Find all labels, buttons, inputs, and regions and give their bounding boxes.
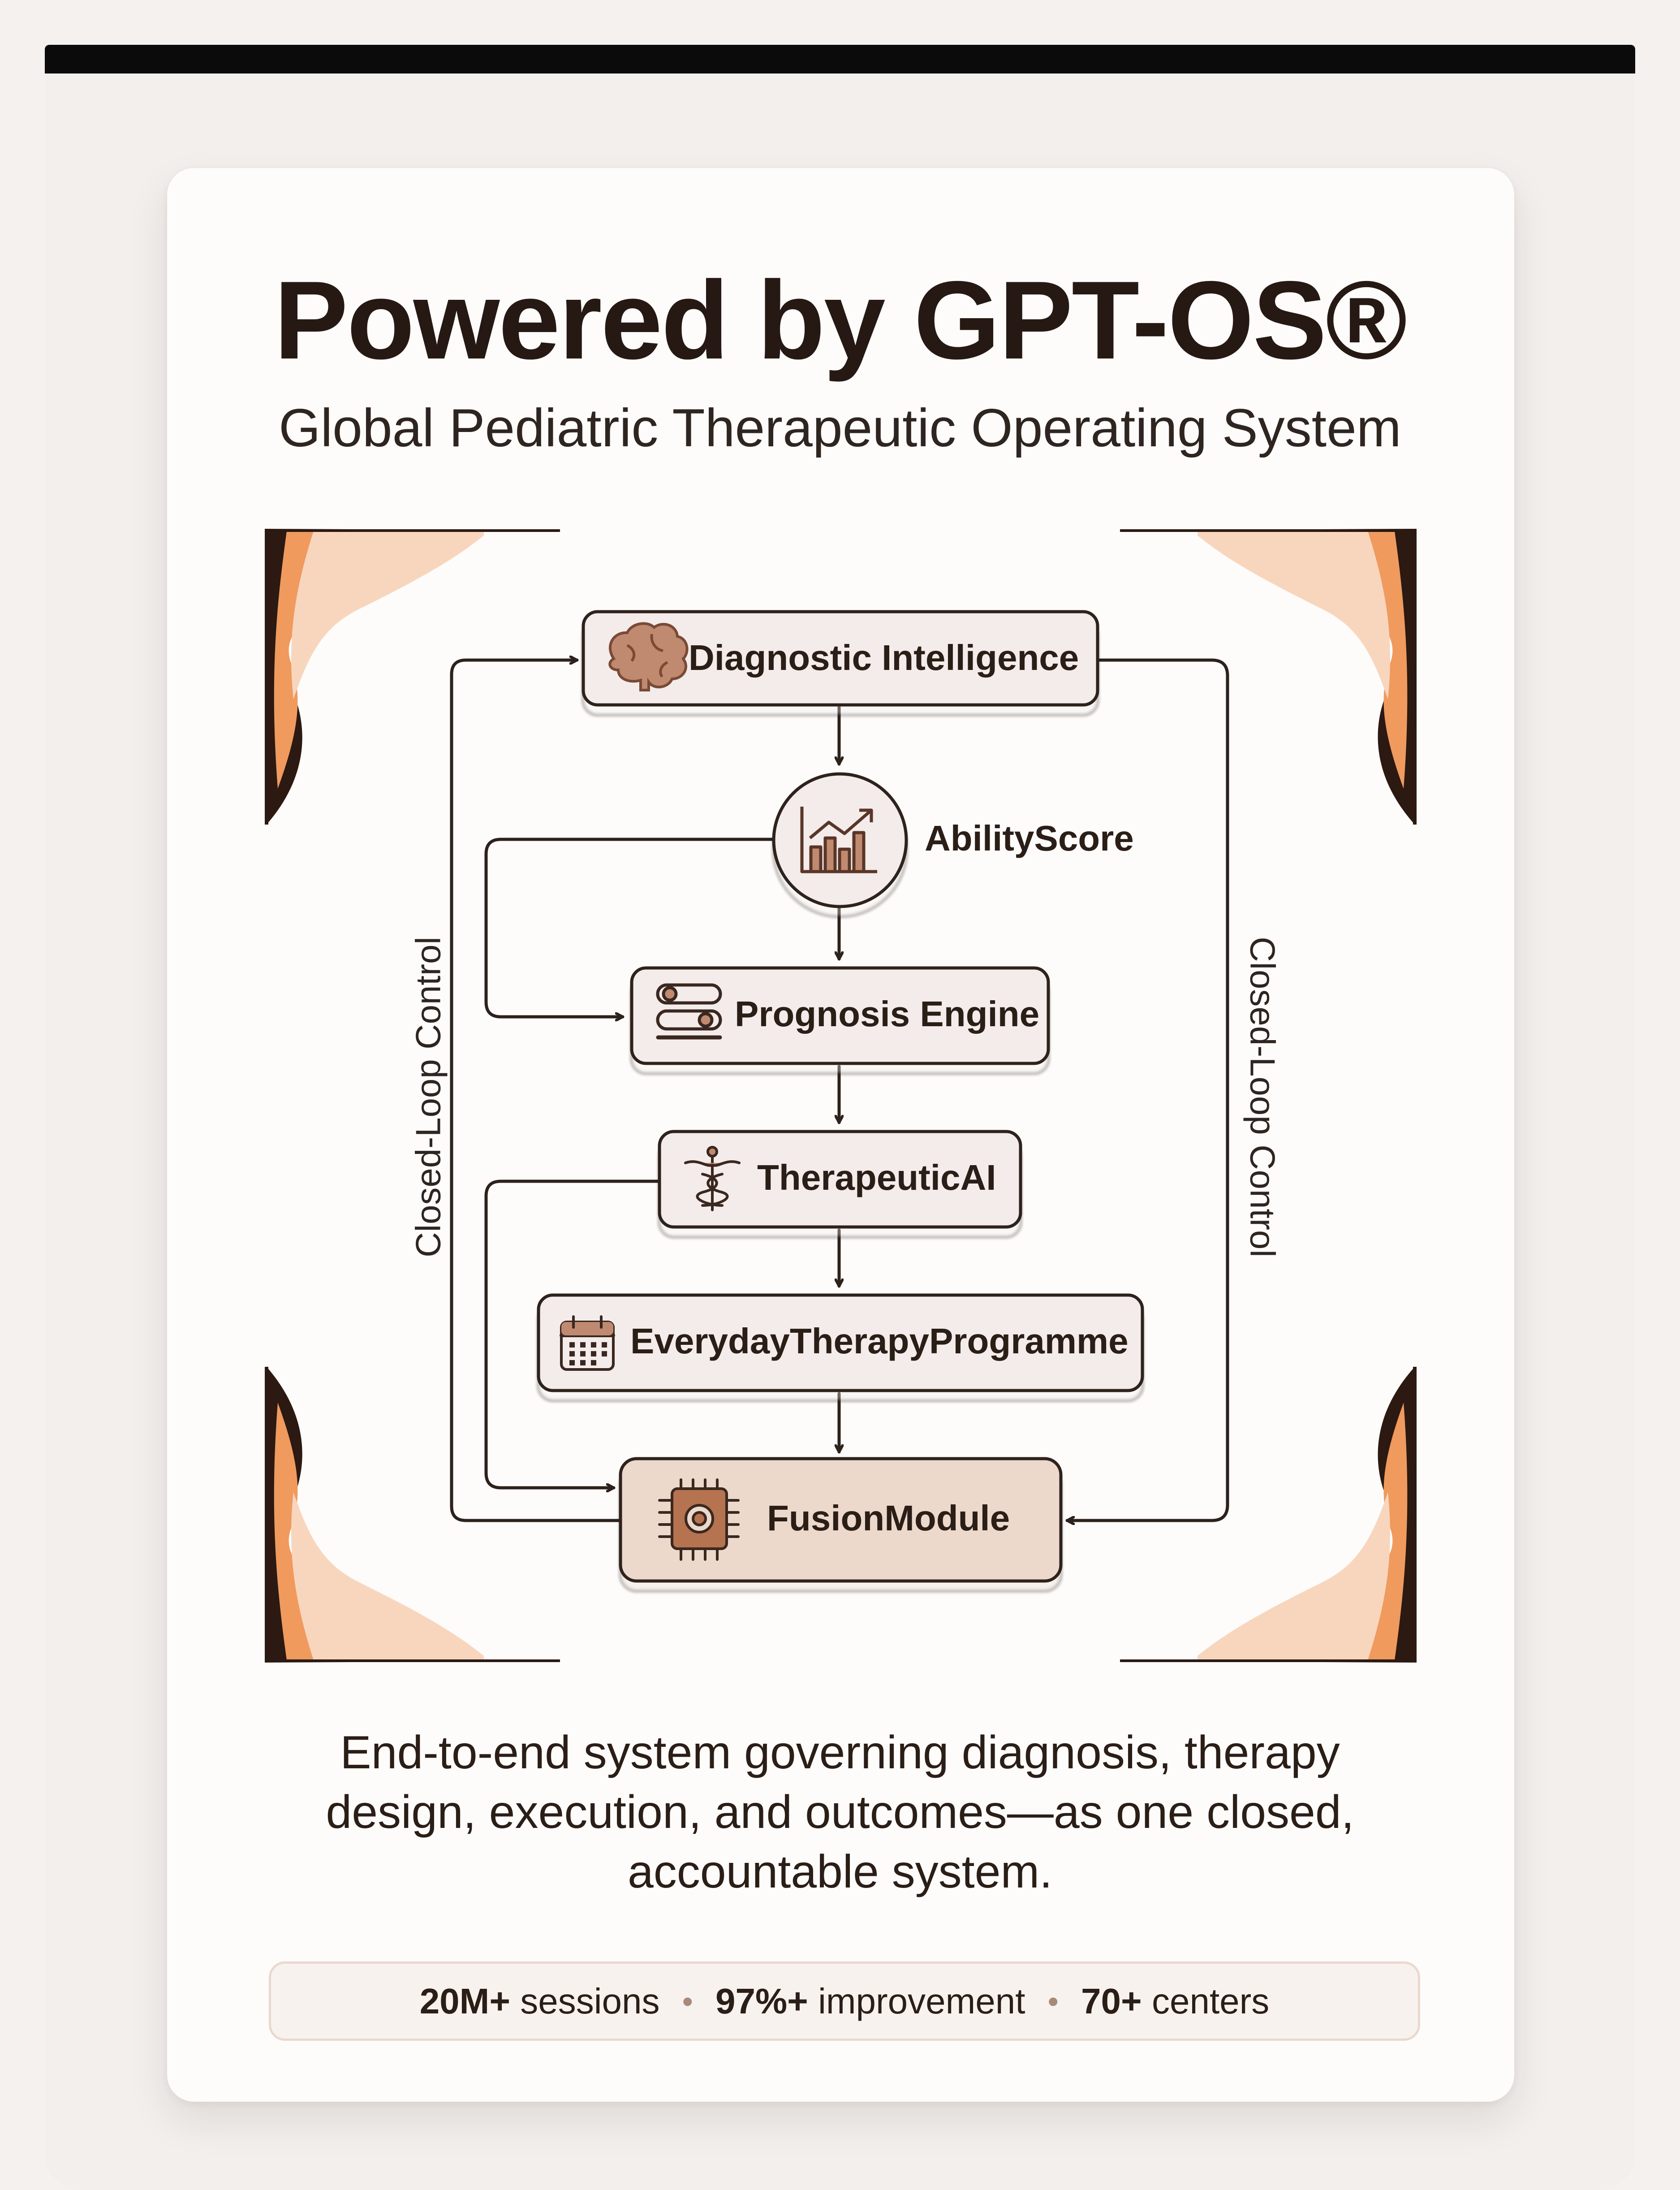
node-everydaytherapyprogramme: EverydayTherapyProgramme [537, 1293, 1144, 1392]
stat-label: centers [1151, 1981, 1270, 2021]
stat-label: improvement [818, 1981, 1025, 2021]
brain-icon [608, 622, 689, 691]
loop-left-outer [450, 660, 622, 1522]
calendar-icon [560, 1315, 615, 1371]
stat-label: sessions [520, 1981, 660, 2021]
corner-decoration-top-left [265, 529, 560, 825]
node-label-everyday: EverydayTherapyProgramme [630, 1321, 1129, 1361]
page-subtitle: Global Pediatric Therapeutic Operating S… [279, 398, 1401, 458]
chart-growth-icon [800, 807, 877, 873]
node-diagnostic-intelligence: Diagnostic Intelligence [582, 610, 1099, 707]
stat-centers: 70+ centers [1081, 1981, 1269, 2022]
separator-dot: • [682, 1983, 694, 2019]
node-label-fusionmodule: FusionModule [767, 1498, 1010, 1538]
node-therapeuticai: TherapeuticAI [658, 1130, 1022, 1229]
loop-left-inner-therapeutic-to-fusion [484, 1179, 661, 1488]
caduceus-icon [684, 1146, 741, 1211]
stats-bar: 20M+ sessions • 97%+ improvement • 70+ c… [269, 1961, 1420, 2041]
separator-dot: • [1047, 1983, 1059, 2019]
stat-improvement: 97%+ improvement [715, 1981, 1025, 2022]
loop-label-left: Closed-Loop Control [409, 937, 448, 1257]
page-title: Powered by GPT-OS® [274, 258, 1408, 382]
node-prognosis-engine: Prognosis Engine [630, 966, 1050, 1065]
node-label-diagnostic: Diagnostic Intelligence [689, 638, 1079, 678]
stat-value: 70+ [1081, 1981, 1142, 2021]
loop-left-inner-ability-to-prognosis [484, 838, 775, 1017]
chip-icon [658, 1478, 740, 1561]
window-top-bar [45, 45, 1635, 73]
loop-right-outer [1065, 658, 1229, 1520]
stat-value: 20M+ [419, 1981, 511, 2021]
corner-decoration-bottom-right [1120, 1367, 1417, 1663]
node-label-therapeuticai: TherapeuticAI [757, 1158, 996, 1197]
corner-decoration-bottom-left [265, 1367, 560, 1663]
node-label-abilityscore: AbilityScore [925, 818, 1134, 858]
loop-label-right: Closed-Loop Control [1243, 937, 1282, 1257]
node-fusionmodule: FusionModule [619, 1457, 1063, 1583]
stat-value: 97%+ [715, 1981, 808, 2021]
node-abilityscore: AbilityScore [772, 772, 1134, 908]
description-text: End-to-end system governing diagnosis, t… [326, 1727, 1354, 1898]
sliders-icon [656, 983, 722, 1040]
node-label-prognosis: Prognosis Engine [735, 994, 1039, 1034]
stat-sessions: 20M+ sessions [420, 1981, 660, 2022]
corner-decoration-top-right [1120, 529, 1417, 825]
